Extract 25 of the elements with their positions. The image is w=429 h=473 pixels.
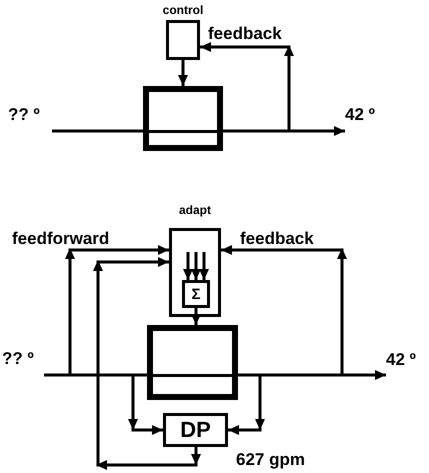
arrow [183, 252, 193, 280]
arrow [238, 370, 386, 380]
arrow [191, 308, 201, 325]
block-heading: control [162, 4, 204, 16]
arrow [178, 60, 188, 86]
temperature-label: ?? º [8, 106, 40, 123]
temperature-label: ?? º [2, 350, 34, 367]
arrow [128, 375, 163, 435]
arrow [223, 126, 345, 136]
edge-label: feedback [208, 25, 282, 42]
arrow [191, 252, 201, 280]
arrow [221, 245, 347, 375]
block-label: DP [180, 419, 211, 441]
block-label: Σ [191, 286, 200, 302]
temperature-label: 42 º [386, 351, 416, 368]
flow-rate-label: 627 gpm [236, 451, 305, 468]
edge-label: feedback [240, 230, 314, 247]
edge-label: feedforward [12, 230, 110, 247]
temperature-label: 42 º [345, 106, 375, 123]
arrow [199, 252, 209, 280]
arrow [228, 375, 265, 435]
arrow [65, 245, 169, 375]
block-heading: adapt [179, 204, 211, 216]
arrow [93, 257, 201, 470]
arrow [200, 42, 294, 131]
